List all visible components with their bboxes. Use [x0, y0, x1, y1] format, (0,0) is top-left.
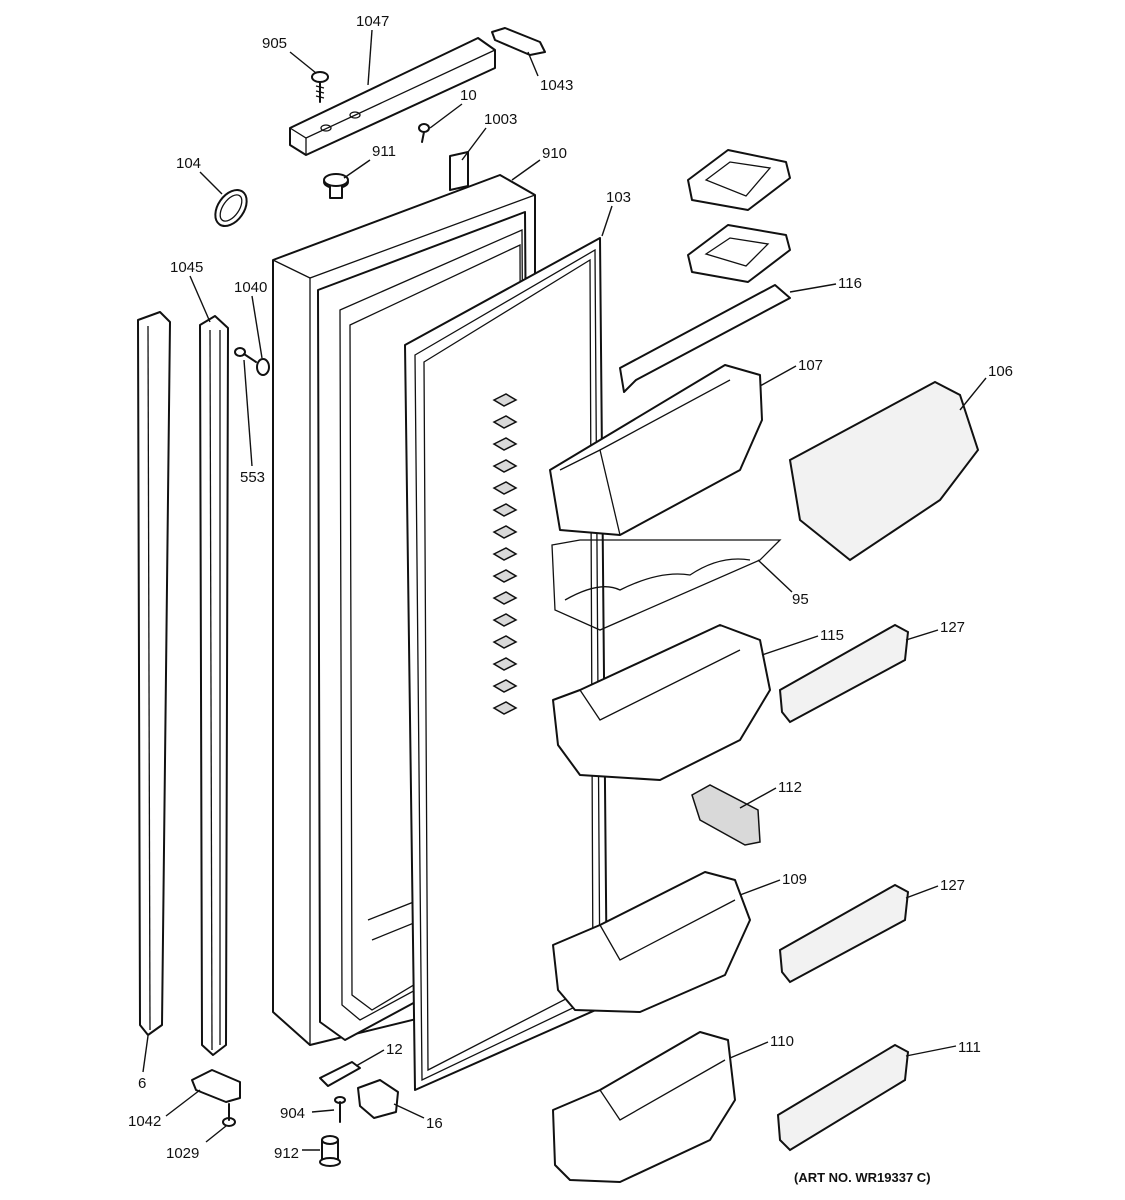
part-10-screw [418, 123, 430, 143]
part-1045-side-trim [199, 315, 229, 1056]
callout-95: 95 [792, 591, 809, 608]
callout-1040: 1040 [234, 279, 267, 296]
part-16-cam [357, 1079, 399, 1119]
callout-10: 10 [460, 87, 477, 104]
callout-110: 110 [770, 1033, 794, 1050]
callout-553: 553 [240, 469, 265, 486]
leader-lines [142, 29, 987, 1151]
part-95-wire-shelf [551, 539, 782, 631]
part-911-bushing [323, 173, 349, 199]
part-dairy-base [687, 224, 791, 283]
callout-904: 904 [280, 1105, 305, 1122]
callout-109: 109 [782, 871, 807, 888]
part-904-screw [334, 1096, 346, 1123]
part-912-bushing [319, 1135, 341, 1167]
callout-104: 104 [176, 155, 201, 172]
callout-111: 111 [958, 1039, 981, 1056]
callout-911: 911 [372, 143, 396, 160]
part-127-front-a [778, 623, 910, 724]
part-1043-clip [491, 27, 546, 56]
callout-1029: 1029 [166, 1145, 199, 1162]
callout-12: 12 [386, 1041, 403, 1058]
part-115-bin [552, 624, 771, 781]
callout-127-lower: 127 [940, 877, 965, 894]
callout-107: 107 [798, 357, 823, 374]
callout-1045: 1045 [170, 259, 203, 276]
part-111-front [776, 1043, 910, 1152]
part-1003-top-trim [449, 151, 469, 191]
part-116-rail [619, 284, 791, 393]
callout-905: 905 [262, 35, 287, 52]
part-107-bin [549, 364, 763, 536]
callout-112: 112 [778, 779, 802, 796]
callout-labels: 905 1047 1043 10 1003 911 910 104 103 11… [128, 13, 1013, 1185]
callout-1042: 1042 [128, 1113, 161, 1130]
part-553-screw [234, 347, 257, 363]
part-6-side-trim [137, 311, 171, 1036]
callout-912: 912 [274, 1145, 299, 1162]
part-1042-bottom-hinge [191, 1069, 241, 1103]
part-109-bin [552, 871, 751, 1013]
part-127-front-b [778, 883, 910, 984]
part-1029-screw [222, 1103, 236, 1127]
part-104-ring [214, 188, 248, 228]
callout-6: 6 [138, 1075, 146, 1092]
callout-16: 16 [426, 1115, 443, 1132]
callout-910: 910 [542, 145, 567, 162]
callout-116: 116 [838, 275, 862, 292]
part-106-door-bin [788, 380, 980, 562]
callout-1003: 1003 [484, 111, 517, 128]
callout-103: 103 [606, 189, 631, 206]
callout-127-upper: 127 [940, 619, 965, 636]
art-number: (ART NO. WR19337 C) [794, 1170, 931, 1185]
part-1047-hinge-bracket [289, 37, 496, 156]
callout-1047: 1047 [356, 13, 389, 30]
part-12-bracket [319, 1061, 361, 1087]
part-110-bin [552, 1031, 736, 1183]
part-112-divider [691, 784, 761, 846]
callout-1043: 1043 [540, 77, 573, 94]
part-905-screw [311, 71, 329, 103]
part-dairy-lid-top [687, 149, 791, 211]
bin-support-bosses [492, 393, 518, 715]
part-1040-bumper [256, 358, 270, 376]
callout-106: 106 [988, 363, 1013, 380]
callout-115: 115 [820, 627, 844, 644]
